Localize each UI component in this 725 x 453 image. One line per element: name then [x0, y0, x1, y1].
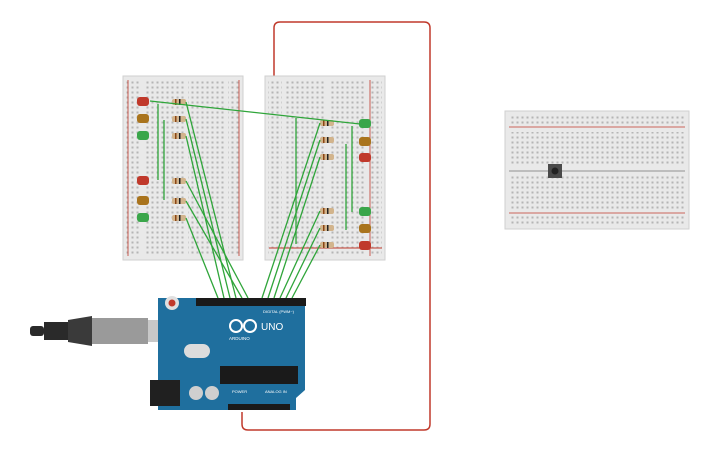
led-red[interactable]	[359, 153, 371, 162]
led-amber[interactable]	[359, 137, 371, 146]
power-label: POWER	[232, 389, 247, 394]
resistor[interactable]	[320, 137, 334, 143]
green-wires[interactable]	[149, 100, 361, 299]
resistor[interactable]	[320, 154, 334, 160]
resistor[interactable]	[320, 208, 334, 214]
right-traffic-lights	[359, 119, 371, 250]
resistor[interactable]	[172, 116, 186, 122]
resistor[interactable]	[172, 215, 186, 221]
resistor[interactable]	[172, 133, 186, 139]
breadboard-right[interactable]	[504, 110, 690, 230]
arduino-uno-board[interactable]: UNO ARDUINO DIGITAL (PWM~) POWER ANALOG …	[150, 296, 306, 410]
led-amber[interactable]	[137, 114, 149, 123]
led-red[interactable]	[137, 97, 149, 106]
left-traffic-lights	[137, 97, 149, 222]
brand-arduino-text: ARDUINO	[229, 336, 250, 341]
led-green[interactable]	[359, 119, 371, 128]
led-red[interactable]	[359, 241, 371, 250]
arduino-logo-icon	[229, 319, 257, 333]
analog-label: ANALOG IN	[265, 389, 287, 394]
led-red[interactable]	[137, 176, 149, 185]
digital-pwm-label: DIGITAL (PWM~)	[263, 309, 295, 314]
led-green[interactable]	[137, 131, 149, 140]
led-amber[interactable]	[359, 224, 371, 233]
resistor[interactable]	[172, 178, 186, 184]
usb-cable[interactable]	[30, 316, 170, 346]
pushbutton-icon[interactable]	[548, 164, 562, 178]
resistor[interactable]	[172, 198, 186, 204]
led-green[interactable]	[137, 213, 149, 222]
logo-uno-text: UNO	[261, 322, 283, 333]
red-wire[interactable]	[241, 21, 431, 431]
led-green[interactable]	[359, 207, 371, 216]
resistors	[172, 99, 334, 248]
resistor[interactable]	[320, 242, 334, 248]
resistor[interactable]	[320, 225, 334, 231]
led-amber[interactable]	[137, 196, 149, 205]
resistor[interactable]	[320, 120, 334, 126]
